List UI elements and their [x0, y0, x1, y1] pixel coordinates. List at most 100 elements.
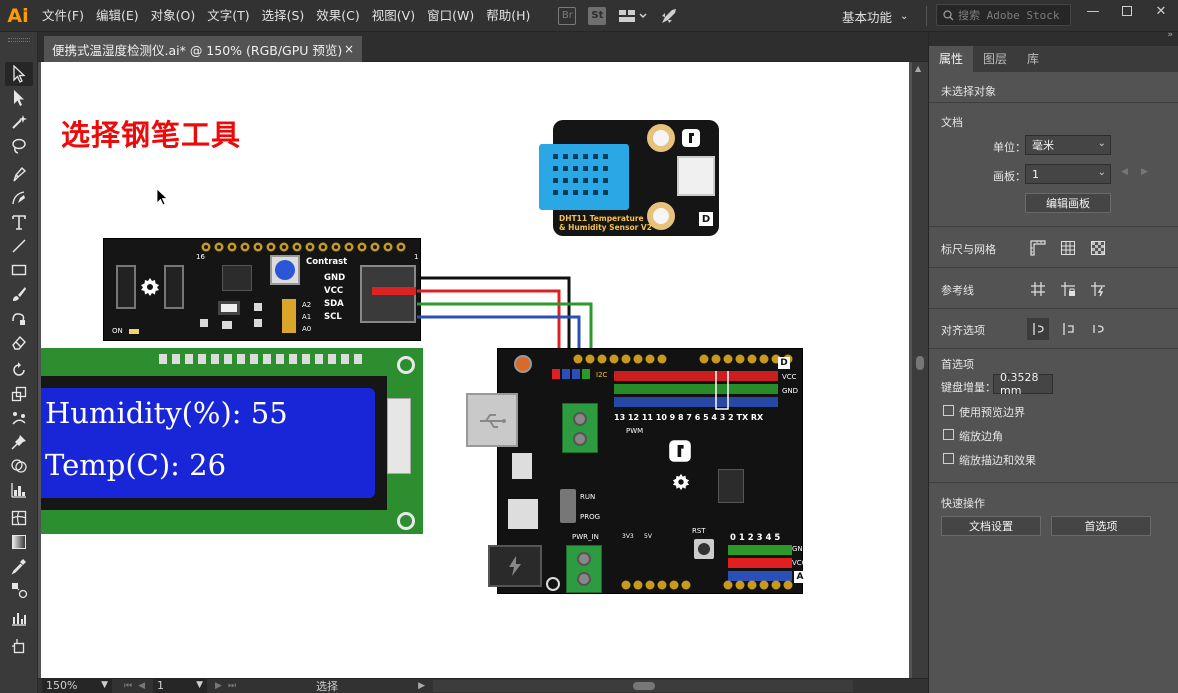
- gradient-tool[interactable]: [5, 530, 33, 554]
- scale-tool[interactable]: [5, 382, 33, 406]
- menu-edit[interactable]: 编辑(E): [95, 7, 139, 23]
- toolbar-grip[interactable]: [8, 38, 30, 42]
- bridge-button[interactable]: Br: [552, 0, 582, 32]
- units-select[interactable]: 毫米 ⌄: [1025, 135, 1111, 155]
- artboard[interactable]: 选择钢笔工具: [41, 62, 909, 678]
- paintbrush-tool[interactable]: [5, 282, 33, 306]
- shaper-tool[interactable]: [5, 306, 33, 330]
- curvature-pen-icon: [12, 191, 25, 205]
- menu-file[interactable]: 文件(F): [42, 7, 84, 23]
- tab-libraries[interactable]: 库: [1027, 52, 1040, 66]
- rotate-tool[interactable]: [5, 358, 33, 382]
- mode-switch[interactable]: [560, 489, 576, 523]
- type-tool[interactable]: [5, 210, 33, 234]
- menu-object[interactable]: 对象(O): [150, 7, 196, 23]
- workspace-switcher[interactable]: 基本功能 ⌄: [842, 5, 908, 27]
- grid-button[interactable]: [1057, 237, 1079, 259]
- iic-lcd-backpack-module[interactable]: 16 1 Contrast: [103, 238, 421, 341]
- artboard-tool[interactable]: [5, 634, 33, 658]
- scroll-up-icon[interactable]: ▲: [915, 64, 922, 73]
- rulers-button[interactable]: [1027, 237, 1049, 259]
- canvas[interactable]: 选择钢笔工具: [38, 62, 912, 678]
- stock-search-input[interactable]: 搜索 Adobe Stock: [936, 4, 1071, 26]
- selection-tool[interactable]: [5, 62, 33, 86]
- scale-corners-checkbox[interactable]: [943, 429, 954, 440]
- next-artboard-icon[interactable]: ▶: [215, 681, 222, 691]
- document-setup-button[interactable]: 文档设置: [941, 516, 1041, 536]
- smart-guides-button[interactable]: [1087, 278, 1109, 300]
- next-artboard-icon[interactable]: ▶: [1141, 167, 1148, 177]
- right-connector: [164, 265, 184, 309]
- last-artboard-icon[interactable]: ⏭: [227, 681, 237, 691]
- collapse-panel-icon[interactable]: »: [1167, 30, 1173, 40]
- scale-strokes-checkbox[interactable]: [943, 453, 954, 464]
- graph-tool[interactable]: [5, 478, 33, 502]
- snap-to-pixel-button[interactable]: [1057, 318, 1079, 340]
- magic-wand-tool[interactable]: [5, 110, 33, 134]
- menu-effect[interactable]: 效果(C): [316, 7, 360, 23]
- keyboard-increment-input[interactable]: 0.3528 mm: [993, 371, 1053, 397]
- previous-artboard-icon[interactable]: ◀: [138, 681, 146, 691]
- vcc-pin-label: VCC: [324, 286, 344, 296]
- puppet-warp-tool[interactable]: [5, 406, 33, 430]
- curvature-tool[interactable]: [5, 186, 33, 210]
- artboard-number-select[interactable]: 1 ▼: [153, 679, 208, 693]
- headline-text[interactable]: 选择钢笔工具: [61, 118, 242, 152]
- symbol-sprayer-tool[interactable]: [5, 606, 33, 630]
- menu-help[interactable]: 帮助(H): [486, 7, 531, 23]
- menu-view[interactable]: 视图(V): [371, 7, 416, 23]
- artboard-select[interactable]: 1 ⌄: [1025, 164, 1111, 184]
- smd-component: [254, 319, 262, 327]
- eyedropper-tool[interactable]: [5, 554, 33, 578]
- snap-to-glyph-button[interactable]: [1087, 318, 1109, 340]
- lock-guides-button[interactable]: [1057, 278, 1079, 300]
- line-segment-icon: [12, 239, 26, 253]
- previous-artboard-icon[interactable]: ◀: [1121, 167, 1128, 177]
- close-tab-icon[interactable]: ×: [343, 42, 354, 56]
- direct-selection-tool[interactable]: [5, 86, 33, 110]
- shape-builder-tool[interactable]: [5, 454, 33, 478]
- vertical-scrollbar[interactable]: ▲: [912, 62, 928, 678]
- first-artboard-icon[interactable]: ⏮: [124, 681, 133, 691]
- gpu-performance-button[interactable]: [654, 0, 684, 32]
- minimize-button[interactable]: —: [1076, 0, 1110, 22]
- voltage-regulator: [508, 499, 538, 529]
- close-window-button[interactable]: ✕: [1144, 0, 1178, 22]
- io-expansion-shield[interactable]: I2C VCC GND D 13 12 11 10 9 8 7 6 5 4 3 …: [466, 348, 808, 594]
- tab-layers[interactable]: 图层: [983, 52, 1008, 66]
- menu-window[interactable]: 窗口(W): [427, 7, 475, 23]
- reset-button-top[interactable]: [514, 355, 532, 373]
- horizontal-scroll-thumb[interactable]: [632, 682, 655, 690]
- lcd-temperature-text[interactable]: Temp(C): 26: [45, 448, 227, 482]
- menu-type[interactable]: 文字(T): [207, 7, 250, 23]
- maximize-button[interactable]: [1110, 0, 1144, 22]
- stock-button[interactable]: St: [582, 0, 612, 32]
- document-tab[interactable]: 便携式温湿度检测仪.ai* @ 150% (RGB/GPU 预览) ×: [44, 36, 362, 62]
- pen-tool[interactable]: [5, 162, 33, 186]
- lasso-tool[interactable]: [5, 134, 33, 158]
- tool-info-arrow-icon[interactable]: ▶: [418, 681, 425, 691]
- dht11-sensor-module[interactable]: D DHT11 Temperature & Humidity Sensor V2: [539, 120, 719, 236]
- rst-button[interactable]: [694, 539, 714, 559]
- pin-tool[interactable]: [5, 430, 33, 454]
- lcd-humidity-text[interactable]: Humidity(%): 55: [45, 396, 288, 430]
- line-tool[interactable]: [5, 234, 33, 258]
- tab-properties[interactable]: 属性: [929, 46, 974, 72]
- menu-select[interactable]: 选择(S): [261, 7, 305, 23]
- blend-tool[interactable]: [5, 578, 33, 602]
- use-preview-bounds-checkbox[interactable]: [943, 405, 954, 416]
- zoom-select[interactable]: 150% ▼: [42, 679, 112, 693]
- rectangle-tool[interactable]: [5, 258, 33, 282]
- mesh-tool[interactable]: [5, 506, 33, 530]
- transparency-grid-button[interactable]: [1087, 237, 1109, 259]
- lcd1602-module[interactable]: [41, 348, 423, 534]
- show-guides-button[interactable]: [1027, 278, 1049, 300]
- horizontal-scroll-track[interactable]: [432, 680, 853, 692]
- contrast-potentiometer[interactable]: [270, 255, 300, 285]
- eraser-tool[interactable]: [5, 330, 33, 354]
- edit-artboards-button[interactable]: 编辑画板: [1025, 193, 1111, 213]
- vertical-scroll-thumb[interactable]: [916, 356, 924, 370]
- arrange-documents-button[interactable]: [612, 0, 654, 32]
- preferences-button[interactable]: 首选项: [1051, 516, 1151, 536]
- snap-to-point-button[interactable]: [1027, 318, 1049, 340]
